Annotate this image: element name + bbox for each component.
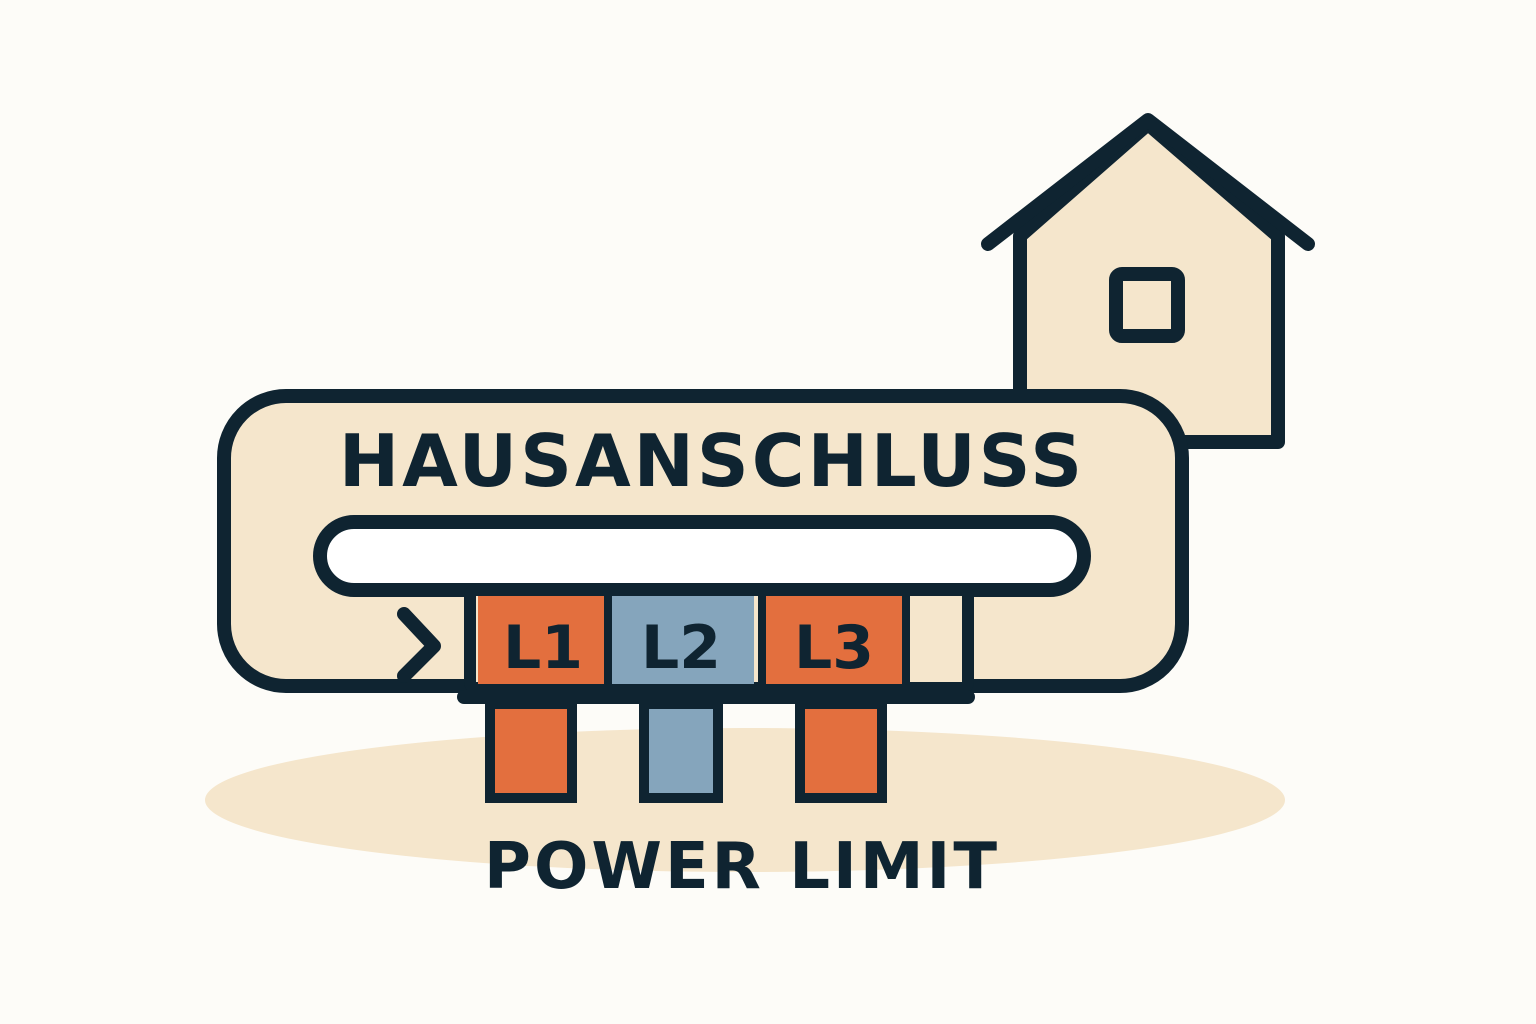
- phase-label-l3: L3: [794, 613, 874, 683]
- panel-title: HAUSANSCHLUSS: [339, 419, 1085, 503]
- phase-label-l1: L1: [503, 613, 583, 683]
- phase-group: L1 L2 L3: [478, 592, 910, 803]
- phase-leg-l1: [485, 699, 577, 803]
- phase-block-l3: [762, 596, 906, 684]
- phase-label-l2: L2: [641, 613, 721, 683]
- window-icon: [1109, 267, 1185, 343]
- phase-leg-l2: [639, 699, 723, 803]
- phase-leg-l3: [795, 699, 887, 803]
- cable-arrow-icon: [397, 607, 441, 683]
- slot-bar: [313, 515, 1091, 597]
- phase-block-l2: [608, 596, 754, 684]
- phase-block-l1: [478, 596, 608, 684]
- power-limit-label: POWER LIMIT: [484, 830, 1000, 904]
- ground-shadow: [205, 728, 1285, 872]
